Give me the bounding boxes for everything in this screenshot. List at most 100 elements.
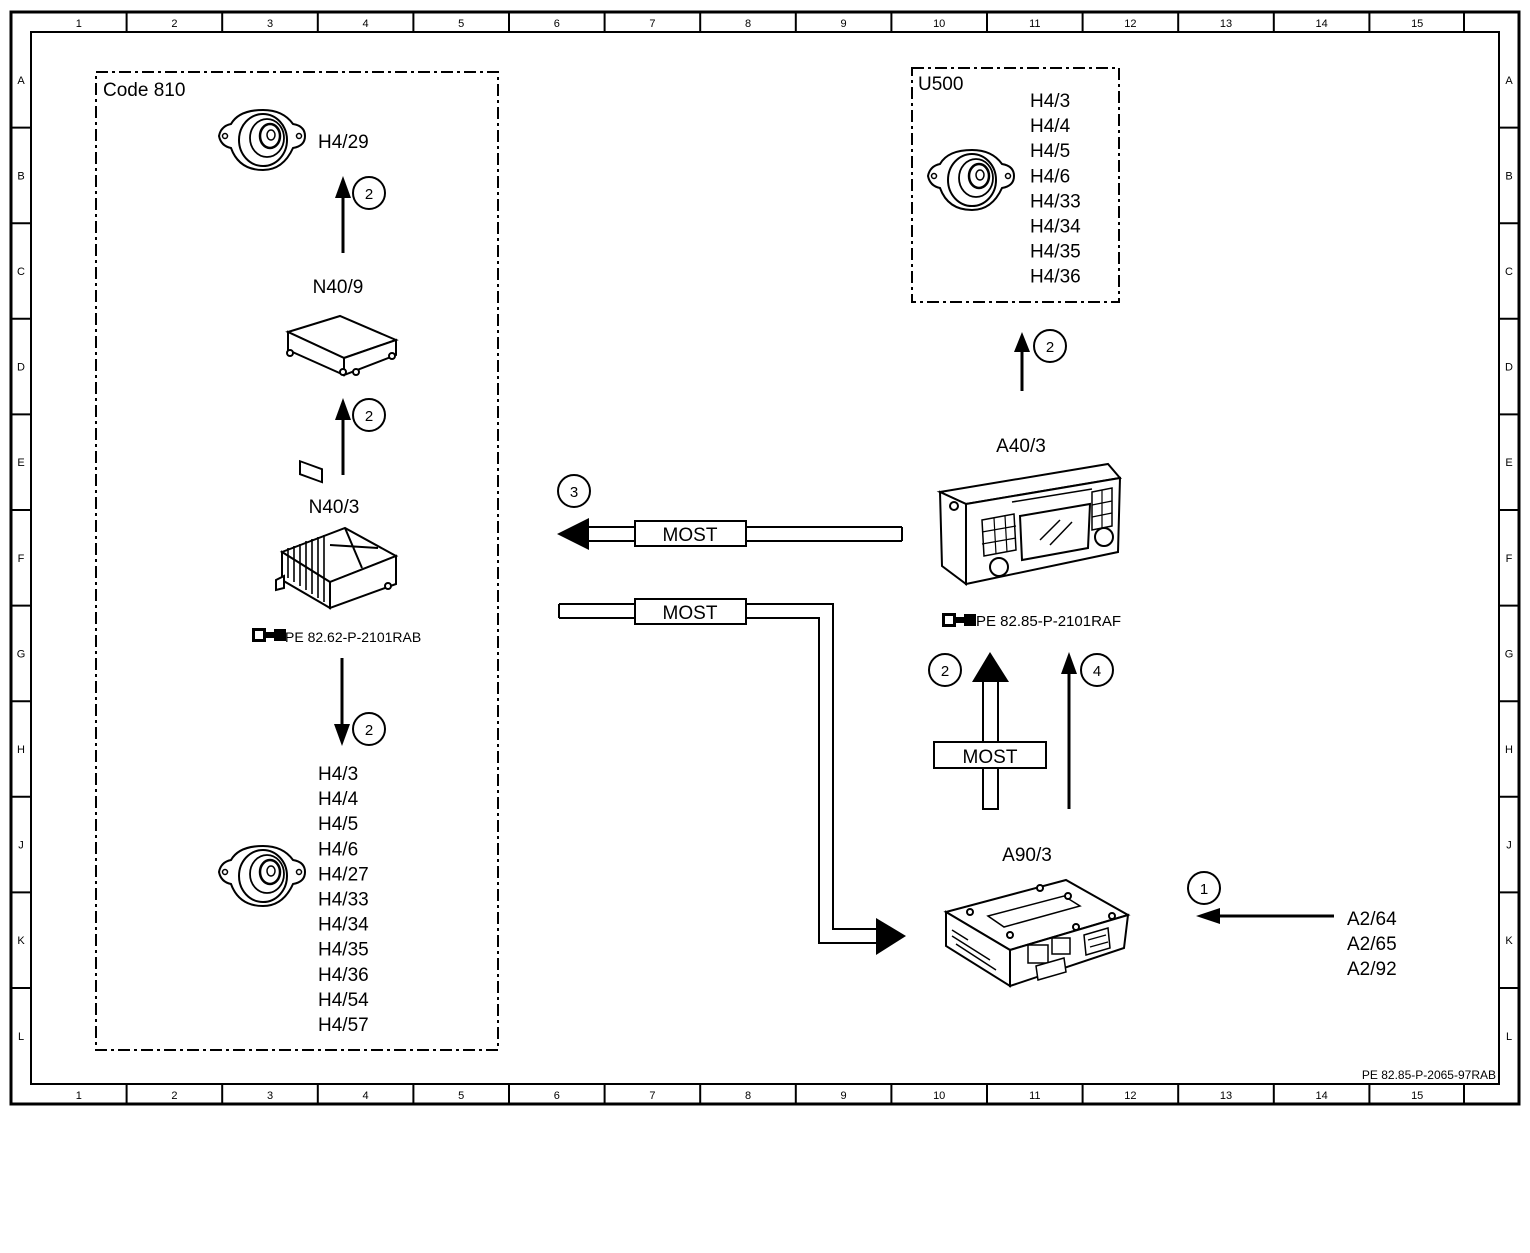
callout-3-text: 3 [570,484,578,501]
speaker-label: H4/35 [318,940,369,961]
arrowhead-up-icon [335,398,351,420]
callout-4-text: 4 [1093,663,1101,680]
column-label: 12 [1124,18,1136,30]
row-label: K [1505,935,1513,947]
column-label: 9 [841,18,847,30]
row-label: C [17,266,25,278]
column-label: 14 [1315,18,1327,30]
column-label: 13 [1220,1090,1232,1102]
antenna-label: A2/92 [1347,959,1397,980]
column-label: 6 [554,18,560,30]
reference-pointer-icon [252,628,286,642]
arrowhead-up-icon [1061,652,1077,674]
row-ticks [11,126,1519,989]
column-label: 4 [363,1090,369,1102]
most-bus-upper: MOST [557,518,903,550]
speaker-label: H4/27 [318,864,369,885]
speaker-label: H4/36 [1030,267,1081,288]
speaker-icon [926,148,1016,212]
row-label: J [1506,840,1512,852]
speaker-label: H4/34 [318,915,369,936]
speaker-label: H4/35 [1030,242,1081,263]
a40-3-label: A40/3 [996,436,1046,457]
column-label: 8 [745,1090,751,1102]
column-label: 13 [1220,18,1232,30]
row-label: D [17,362,25,374]
row-label: G [1505,648,1514,660]
a40-3-reference: PE 82.85-P-2101RAF [976,613,1121,630]
reference-pointer-icon [942,613,976,627]
callout-1-text: 1 [1200,881,1208,898]
speaker-icon [217,844,307,908]
row-label: B [17,170,24,182]
column-label: 3 [267,18,273,30]
column-label: 12 [1124,1090,1136,1102]
speaker-label: H4/33 [1030,191,1081,212]
column-label: 1 [76,18,82,30]
row-label: F [1506,553,1513,565]
antenna-label: A2/64 [1347,909,1397,930]
most-vertical-label: MOST [963,747,1018,768]
column-label: 15 [1411,1090,1423,1102]
a90-3-label: A90/3 [1002,845,1052,866]
n40-3-label: N40/3 [309,497,360,518]
speaker-label: H4/36 [318,965,369,986]
arrowhead-left-icon [1196,908,1220,924]
amplifier-icon [275,526,399,610]
inner-frame [30,31,1500,1085]
column-label: 10 [933,1090,945,1102]
column-label: 3 [267,1090,273,1102]
speaker-label: H4/5 [318,814,358,835]
callout-2-text: 2 [365,186,373,203]
row-label: E [1505,457,1512,469]
head-unit-icon [936,462,1122,586]
row-label: L [18,1031,24,1043]
antenna-label: A2/65 [1347,934,1397,955]
speaker-label: H4/57 [318,1015,369,1036]
speaker-label: H4/5 [1030,141,1070,162]
n40-9-label: N40/9 [313,277,364,298]
column-label: 11 [1029,1090,1040,1102]
control-unit-icon [285,314,399,484]
arrowhead-right-icon [876,918,906,955]
speaker-h4-29-label: H4/29 [318,132,369,153]
row-label: E [17,457,24,469]
callout-2-text: 2 [365,408,373,425]
row-label: D [1505,362,1513,374]
row-label: H [17,744,25,756]
callout-2-text: 2 [941,663,949,680]
diagram-reference: PE 82.85-P-2065-97RAB [1362,1068,1496,1082]
speaker-icon [217,108,307,172]
row-label: H [1505,744,1513,756]
row-label: A [17,75,25,87]
speakers-bottom-list: H4/3H4/4H4/5H4/6H4/27H4/33H4/34H4/35H4/3… [318,764,369,1036]
arrowhead-down-icon [334,724,350,746]
column-label: 10 [933,18,945,30]
column-label: 8 [745,18,751,30]
most-bus-vertical: MOST [933,652,1047,810]
u500-boundary [911,67,1120,303]
column-label: 5 [458,18,464,30]
column-label: 9 [841,1090,847,1102]
code-810-boundary [95,71,499,1051]
arrowhead-up-icon [335,176,351,198]
arrowhead-left-icon [557,518,589,550]
arrowhead-up-icon [972,652,1009,682]
speaker-label: H4/6 [1030,166,1070,187]
u500-title: U500 [918,74,963,95]
n40-3-reference: PE 82.62-P-2101RAB [285,629,421,645]
arrowhead-up-icon [1014,332,1030,352]
speaker-label: H4/3 [1030,91,1070,112]
speaker-label: H4/54 [318,990,369,1011]
column-label: 2 [171,18,177,30]
column-ticks [125,12,1465,1104]
speaker-label: H4/3 [318,764,358,785]
callout-2-text: 2 [365,722,373,739]
